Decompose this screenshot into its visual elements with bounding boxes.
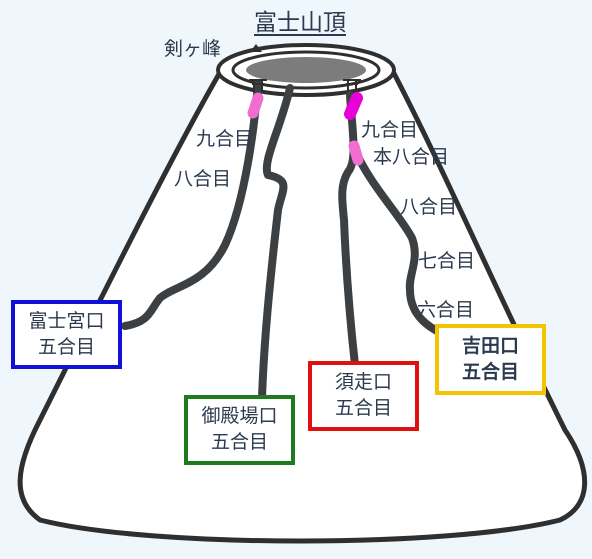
- fujinomiya-torii-icon: [249, 79, 267, 92]
- kengamine-label: 剣ヶ峰: [164, 38, 222, 60]
- subashiri-trailhead-station: 五合目: [334, 397, 392, 419]
- yoshida-6th-station-label: 六合目: [417, 299, 475, 321]
- fujinomiya-8th-station-label: 八合目: [174, 168, 232, 190]
- gotemba-trailhead-box[interactable]: 御殿場口 五合目: [184, 395, 295, 465]
- gotemba-trail: [258, 84, 294, 402]
- yoshida-trailhead-name: 吉田口: [461, 334, 519, 357]
- fujinomiya-trailhead-box[interactable]: 富士宮口 五合目: [11, 300, 122, 369]
- peak-marker: [250, 44, 262, 52]
- fujinomiya-trailhead-station: 五合目: [37, 335, 95, 358]
- yoshida-trailhead-station: 五合目: [461, 360, 519, 383]
- gotemba-trailhead-name: 御殿場口: [201, 405, 278, 428]
- summit-label: 富士山頂: [254, 10, 346, 36]
- subashiri-trailhead-name: 須走口: [334, 371, 392, 394]
- gotemba-trailhead-station: 五合目: [210, 431, 268, 453]
- fujinomiya-summit-highlight: [247, 92, 264, 119]
- fujinomiya-trailhead-name: 富士宮口: [28, 309, 105, 332]
- fujinomiya-trail: [121, 80, 262, 330]
- yoshida-hon-8th-station-label: 本八合目: [373, 146, 450, 168]
- subashiri-summit-highlight: [344, 92, 363, 120]
- yoshida-8th-station-label: 八合目: [400, 196, 458, 218]
- yoshida-trailhead-box[interactable]: 吉田口 五合目: [435, 324, 546, 395]
- fujinomiya-9th-station-label: 九合目: [196, 128, 254, 150]
- subashiri-trailhead-box[interactable]: 須走口 五合目: [308, 361, 419, 431]
- yoshida-hon8-highlight: [348, 140, 364, 166]
- yoshida-trail: [351, 146, 462, 344]
- crater-floor: [246, 57, 366, 83]
- yoshida-9th-station-label: 九合目: [361, 119, 419, 141]
- yoshida-torii-icon: [343, 79, 361, 92]
- yoshida-7th-station-label: 七合目: [418, 250, 476, 272]
